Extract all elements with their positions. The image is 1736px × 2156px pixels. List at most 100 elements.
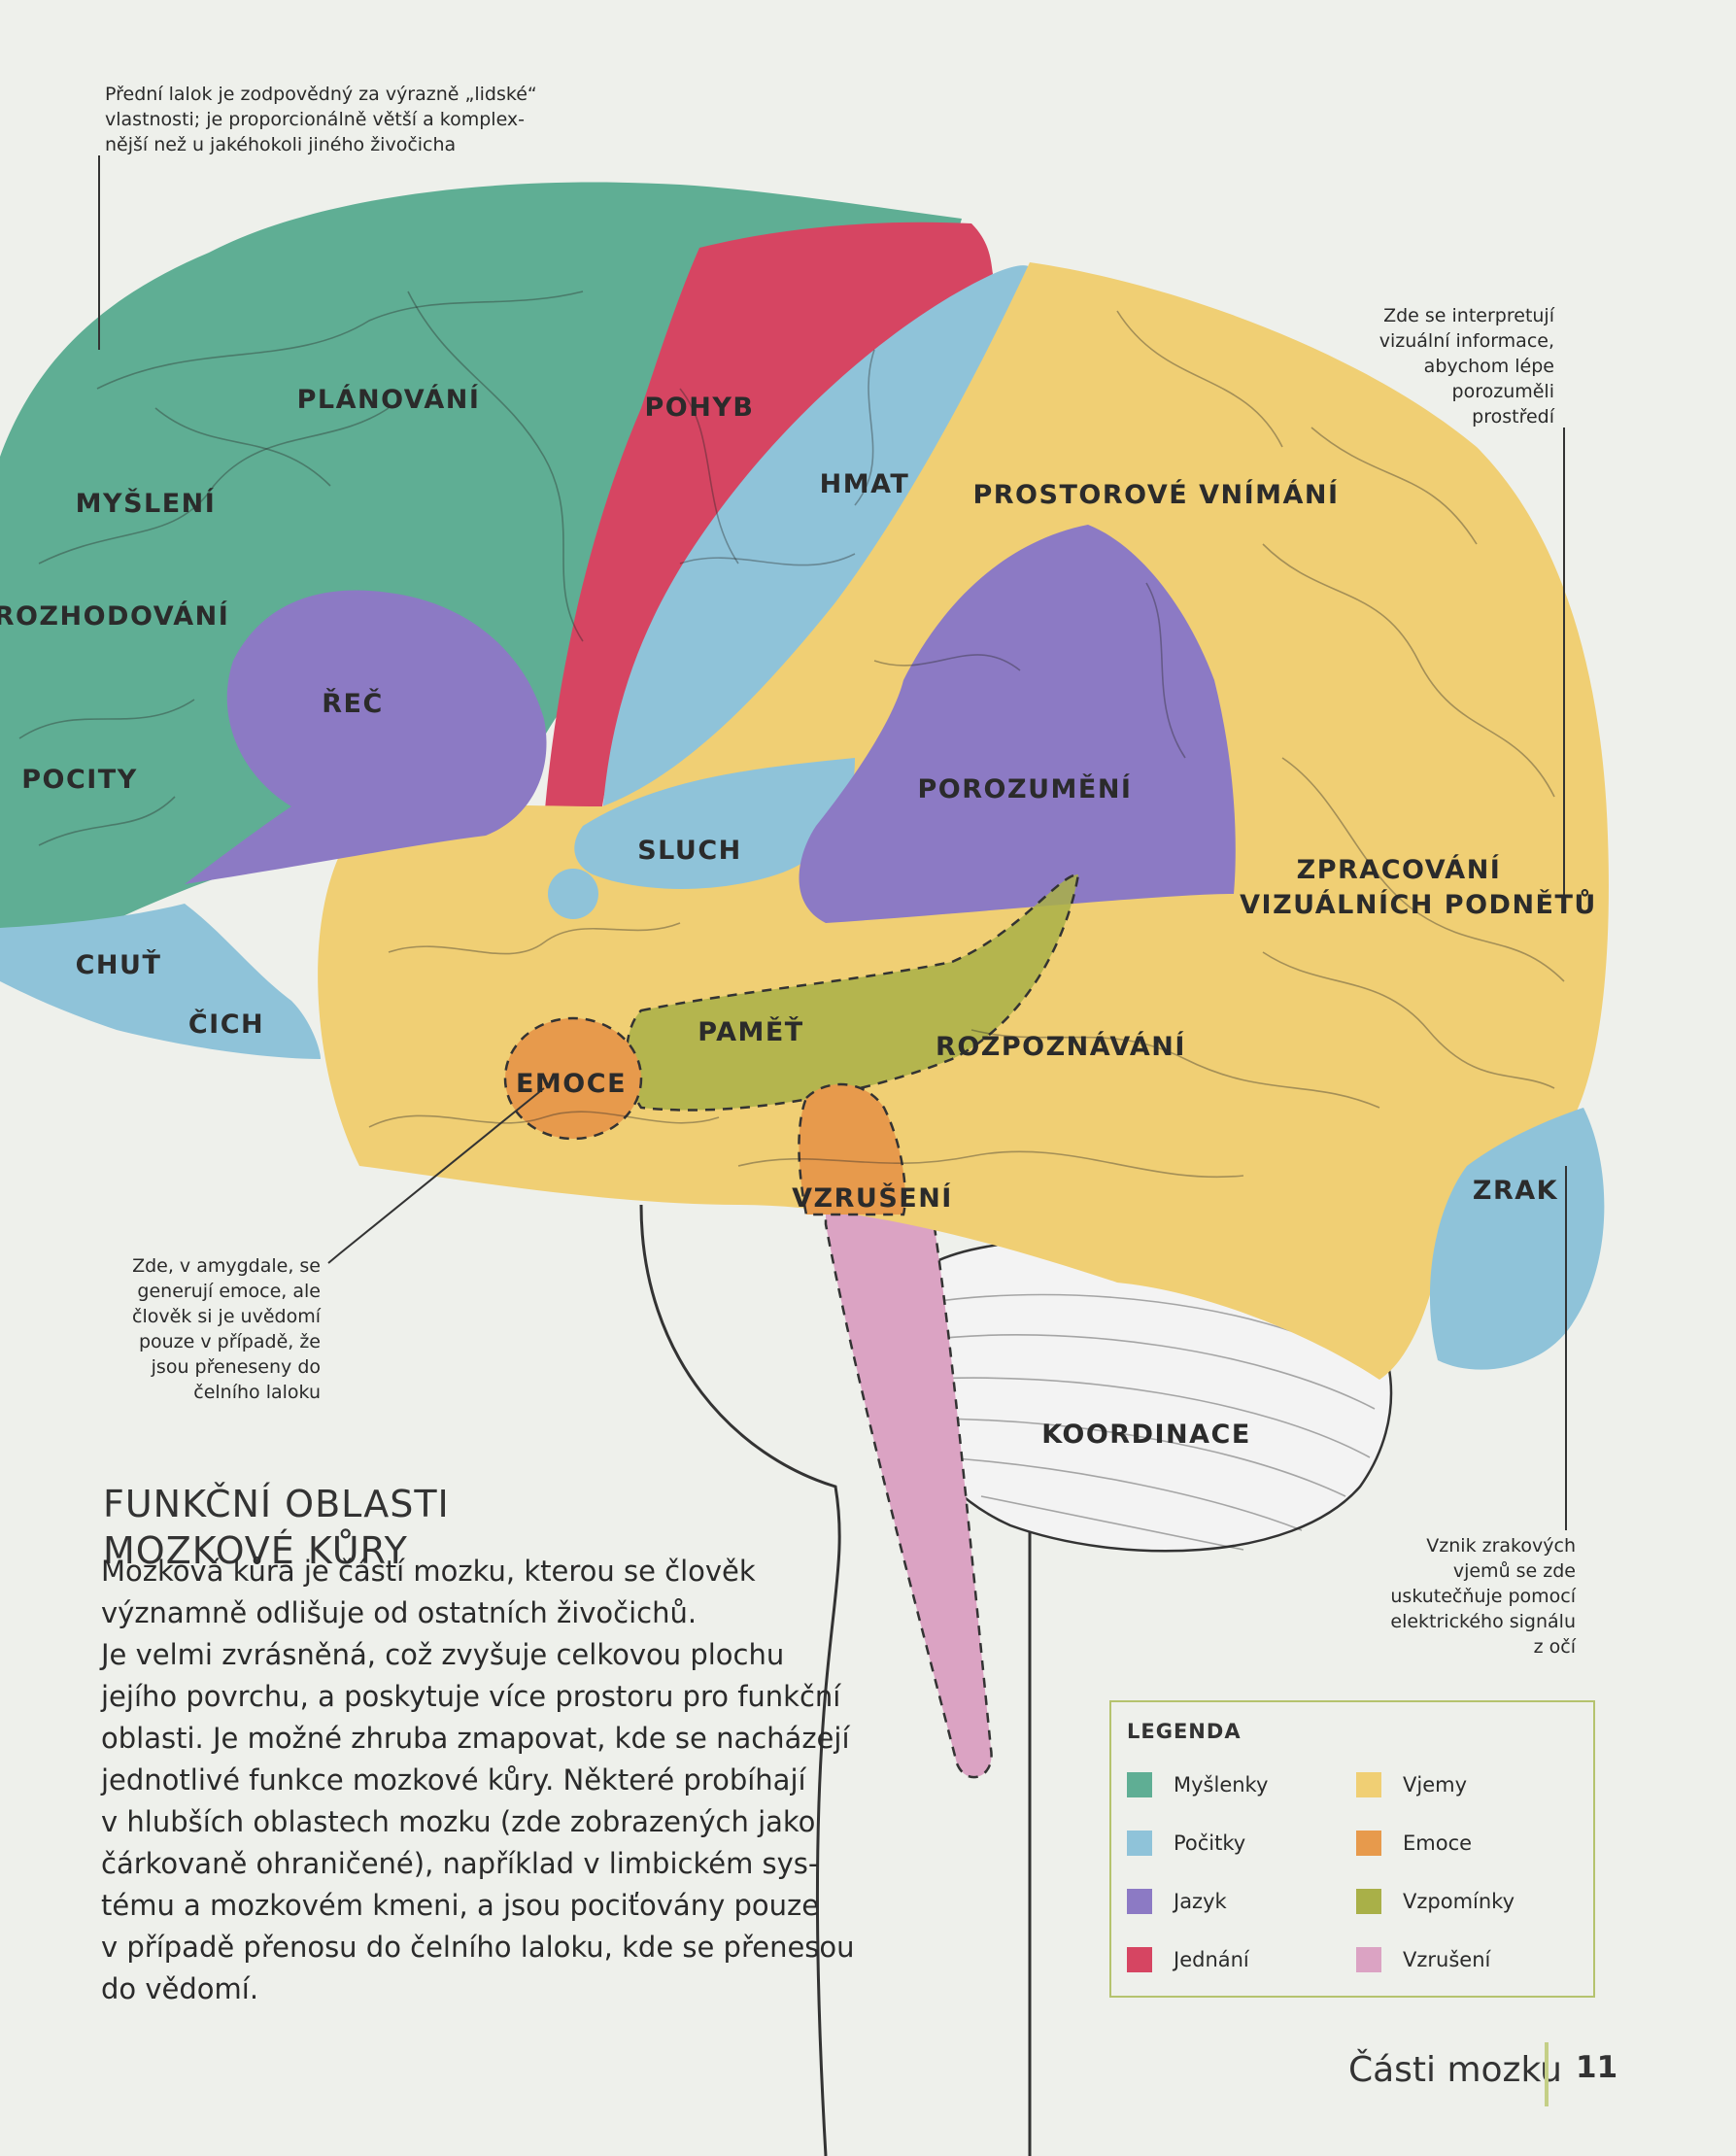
legend-label: Emoce bbox=[1403, 1831, 1473, 1855]
legend-label: Vzpomínky bbox=[1403, 1890, 1515, 1913]
legend-swatch bbox=[1356, 1947, 1381, 1972]
legend-item: Jednání bbox=[1127, 1945, 1249, 1974]
legend-item: Myšlenky bbox=[1127, 1770, 1268, 1799]
callout-line: člověk si je uvědomí bbox=[132, 1306, 321, 1327]
callout-line: prostředí bbox=[1472, 406, 1554, 428]
callout-line: z očí bbox=[1533, 1636, 1576, 1658]
heading-line: MOZKOVÉ KŮRY bbox=[103, 1528, 408, 1572]
label-zpracovani-1: ZPRACOVÁNÍ bbox=[1297, 854, 1502, 885]
label-hmat: HMAT bbox=[820, 469, 910, 499]
callout-line: vizuální informace, bbox=[1379, 330, 1554, 352]
legend-item: Emoce bbox=[1356, 1829, 1472, 1858]
callout-amygdala: Zde, v amygdale, se generují emoce, ale … bbox=[39, 1253, 321, 1405]
callout-line-amygdala bbox=[327, 1087, 545, 1264]
legend-label: Vzrušení bbox=[1403, 1948, 1491, 1971]
body-line: v hlubších oblastech mozku (zde zobrazen… bbox=[101, 1805, 816, 1838]
legend-item: Počitky bbox=[1127, 1829, 1245, 1858]
label-sluch: SLUCH bbox=[637, 836, 742, 866]
legend-swatch bbox=[1356, 1772, 1381, 1797]
legend-item: Vjemy bbox=[1356, 1770, 1467, 1799]
label-cich: ČICH bbox=[188, 1009, 264, 1040]
body-line: významně odlišuje od ostatních živočichů… bbox=[101, 1596, 698, 1629]
label-pohyb: POHYB bbox=[645, 393, 755, 423]
callout-line: Přední lalok je zodpovědný za výrazně „l… bbox=[105, 84, 537, 105]
body-text: Mozková kůra je částí mozku, kterou se č… bbox=[101, 1551, 859, 2010]
label-porozumeni: POROZUMĚNÍ bbox=[918, 773, 1133, 804]
heading-line: FUNKČNÍ OBLASTI bbox=[103, 1482, 450, 1525]
callout-visual-interpretation: Zde se interpretují vizuální informace, … bbox=[1263, 303, 1554, 429]
memory-region bbox=[625, 873, 1080, 1112]
legend-item: Vzpomínky bbox=[1356, 1887, 1515, 1916]
callout-line: čelního laloku bbox=[193, 1382, 321, 1403]
legend-item: Jazyk bbox=[1127, 1887, 1227, 1916]
legend-swatch bbox=[1127, 1889, 1152, 1914]
page-number: 11 bbox=[1576, 2050, 1618, 2085]
label-emoce: EMOCE bbox=[516, 1069, 627, 1099]
label-rec: ŘEČ bbox=[322, 688, 384, 719]
callout-line: uskutečňuje pomocí bbox=[1390, 1586, 1576, 1607]
label-vzruseni: VZRUŠENÍ bbox=[792, 1182, 953, 1214]
emotion-region bbox=[503, 1016, 643, 1141]
callout-line: vlastnosti; je proporcionálně větší a ko… bbox=[105, 109, 526, 130]
visual-cortex bbox=[1429, 1108, 1605, 1370]
body-line: jejího povrchu, a poskytuje více prostor… bbox=[101, 1680, 841, 1713]
label-chut: CHUŤ bbox=[76, 949, 162, 980]
callout-line: Zde, v amygdale, se bbox=[132, 1255, 321, 1277]
footer-divider bbox=[1545, 2042, 1549, 2106]
somatosensory-cortex bbox=[602, 265, 1033, 816]
label-zpracovani-2: VIZUÁLNÍCH PODNĚTŮ bbox=[1240, 888, 1597, 920]
callout-visual-perception: Vznik zrakových vjemů se zde uskutečňuje… bbox=[1302, 1533, 1576, 1660]
taste-smell-region bbox=[0, 904, 321, 1059]
body-line: do vědomí. bbox=[101, 1972, 259, 2005]
hearing-region bbox=[574, 758, 855, 889]
arousal-orange bbox=[798, 1082, 907, 1216]
body-line: v případě přenosu do čelního laloku, kde… bbox=[101, 1931, 855, 1964]
brainstem-outline bbox=[639, 1204, 1032, 2156]
callout-line: pouze v případě, že bbox=[138, 1331, 321, 1352]
body-line: Mozková kůra je částí mozku, kterou se č… bbox=[101, 1555, 756, 1588]
body-line: čárkovaně ohraničené), například v limbi… bbox=[101, 1847, 819, 1880]
label-mysleni: MYŠLENÍ bbox=[76, 488, 217, 519]
body-line: Je velmi zvrásněná, což zvyšuje celkovou… bbox=[101, 1638, 785, 1671]
hearing-dot bbox=[548, 869, 598, 919]
callout-line: Vznik zrakových bbox=[1426, 1535, 1576, 1557]
wernicke-area bbox=[799, 525, 1236, 923]
legend-swatch bbox=[1127, 1947, 1152, 1972]
label-pamet: PAMĚŤ bbox=[698, 1016, 803, 1047]
body-line: jednotlivé funkce mozkové kůry. Některé … bbox=[101, 1763, 806, 1797]
label-prostorove: PROSTOROVÉ VNÍMÁNÍ bbox=[972, 479, 1339, 510]
label-pocity: POCITY bbox=[21, 765, 138, 795]
label-koordinace: KOORDINACE bbox=[1041, 1420, 1251, 1450]
legend-title: LEGENDA bbox=[1127, 1720, 1242, 1743]
legend-swatch bbox=[1127, 1831, 1152, 1856]
cortex-folds bbox=[18, 291, 1565, 1179]
callout-line: generují emoce, ale bbox=[137, 1281, 321, 1302]
legend-label: Myšlenky bbox=[1174, 1773, 1269, 1797]
legend-swatch bbox=[1127, 1772, 1152, 1797]
legend: LEGENDA Myšlenky Počitky Jazyk Jednání V… bbox=[1109, 1700, 1595, 1998]
legend-item: Vzrušení bbox=[1356, 1945, 1490, 1974]
callout-line: elektrického signálu bbox=[1390, 1611, 1576, 1632]
legend-label: Vjemy bbox=[1403, 1773, 1468, 1797]
callout-frontal-lobe: Přední lalok je zodpovědný za výrazně „l… bbox=[105, 82, 591, 157]
callout-line: porozuměli bbox=[1451, 381, 1554, 402]
callout-line: Zde se interpretují bbox=[1383, 305, 1554, 326]
label-planovani: PLÁNOVÁNÍ bbox=[297, 384, 481, 415]
label-zrak: ZRAK bbox=[1473, 1176, 1558, 1206]
legend-label: Jednání bbox=[1174, 1948, 1249, 1971]
legend-label: Jazyk bbox=[1174, 1890, 1227, 1913]
callout-line: nější než u jakéhokoli jiného živočicha bbox=[105, 134, 457, 155]
legend-swatch bbox=[1356, 1889, 1381, 1914]
legend-label: Počitky bbox=[1174, 1831, 1246, 1855]
footer-title: Části mozku bbox=[1347, 2050, 1562, 2090]
body-line: tému a mozkovém kmeni, a jsou pociťovány… bbox=[101, 1889, 820, 1922]
body-line: oblasti. Je možné zhruba zmapovat, kde s… bbox=[101, 1722, 850, 1755]
callout-line: abychom lépe bbox=[1423, 356, 1554, 377]
legend-swatch bbox=[1356, 1831, 1381, 1856]
page-footer: Části mozku 11 bbox=[1292, 2040, 1700, 2108]
section-heading: FUNKČNÍ OBLASTI MOZKOVÉ KŮRY bbox=[103, 1481, 783, 1574]
label-rozhodovani: ROZHODOVÁNÍ bbox=[0, 600, 229, 632]
callout-line: vjemů se zde bbox=[1452, 1560, 1576, 1582]
broca-area bbox=[185, 590, 547, 884]
